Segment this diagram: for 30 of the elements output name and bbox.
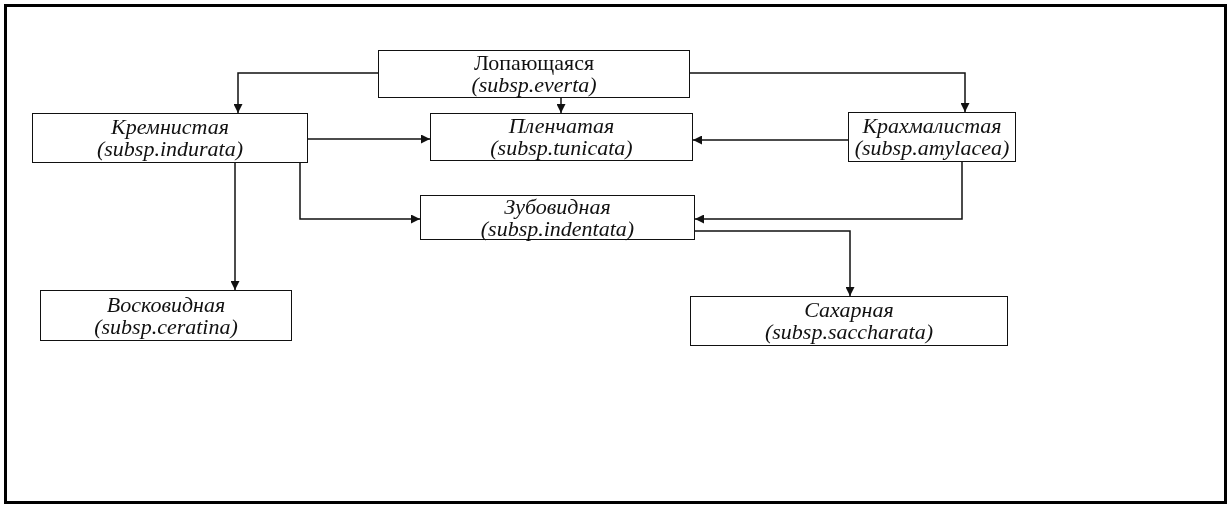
subspecies-name: Пленчатая bbox=[508, 115, 615, 137]
subspecies-box bbox=[40, 290, 292, 341]
latin-name: (subsp.ceratina) bbox=[94, 315, 238, 338]
subspecies-name: Лопающаяся bbox=[473, 52, 595, 74]
latin-name: (subsp.indentata) bbox=[480, 217, 635, 240]
subspecies-box bbox=[430, 113, 693, 161]
subspecies-box bbox=[848, 112, 1016, 162]
latin-name: (subsp.indurata) bbox=[96, 138, 244, 160]
subspecies-name: Кремнистая bbox=[111, 116, 229, 138]
arrow bbox=[307, 134, 431, 144]
arrow bbox=[692, 135, 849, 145]
arrow bbox=[556, 97, 566, 114]
subspecies-box bbox=[420, 195, 695, 240]
subspecies-name: Сахарная bbox=[804, 299, 894, 321]
subspecies-box bbox=[32, 113, 308, 163]
latin-name: (subsp.amylacea) bbox=[854, 137, 1010, 159]
subspecies-name: Крахмалистая bbox=[862, 115, 1002, 137]
arrow bbox=[694, 230, 855, 297]
arrow bbox=[689, 72, 970, 113]
subspecies-name: Восковидная bbox=[106, 293, 226, 316]
latin-name: (subsp.everta) bbox=[471, 74, 597, 96]
subspecies-box bbox=[378, 50, 690, 98]
arrow bbox=[694, 161, 963, 224]
latin-name: (subsp.tunicata) bbox=[490, 137, 633, 159]
arrow bbox=[230, 162, 240, 291]
subspecies-box bbox=[690, 296, 1008, 346]
latin-name: (subsp.saccharata) bbox=[764, 321, 933, 343]
arrow bbox=[299, 162, 421, 224]
subspecies-name: Зубовидная bbox=[504, 195, 611, 218]
arrow bbox=[233, 72, 379, 114]
